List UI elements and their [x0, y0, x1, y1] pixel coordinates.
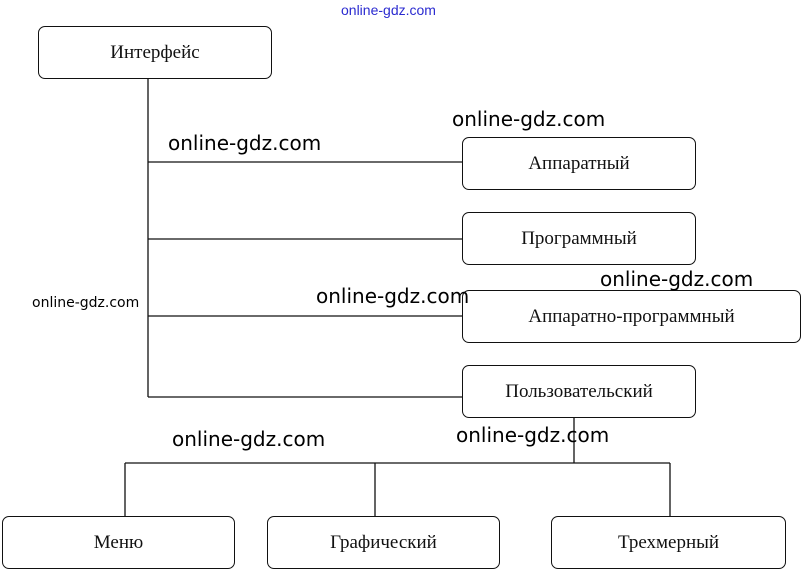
watermark: online-gdz.com — [168, 131, 322, 155]
node-interface: Интерфейс — [38, 26, 272, 79]
node-menu: Меню — [2, 516, 235, 569]
node-user: Пользовательский — [462, 365, 696, 418]
watermark: online-gdz.com — [456, 423, 610, 447]
node-hardware-software: Аппаратно-программный — [462, 290, 801, 343]
node-3d: Трехмерный — [551, 516, 786, 569]
watermark: online-gdz.com — [600, 267, 754, 291]
watermark: online-gdz.com — [341, 2, 436, 18]
node-software: Программный — [462, 212, 696, 265]
node-graphic: Графический — [267, 516, 500, 569]
watermark: online-gdz.com — [172, 427, 326, 451]
watermark: online-gdz.com — [32, 295, 140, 311]
watermark: online-gdz.com — [316, 284, 470, 308]
watermark: online-gdz.com — [452, 107, 606, 131]
node-hardware: Аппаратный — [462, 137, 696, 190]
